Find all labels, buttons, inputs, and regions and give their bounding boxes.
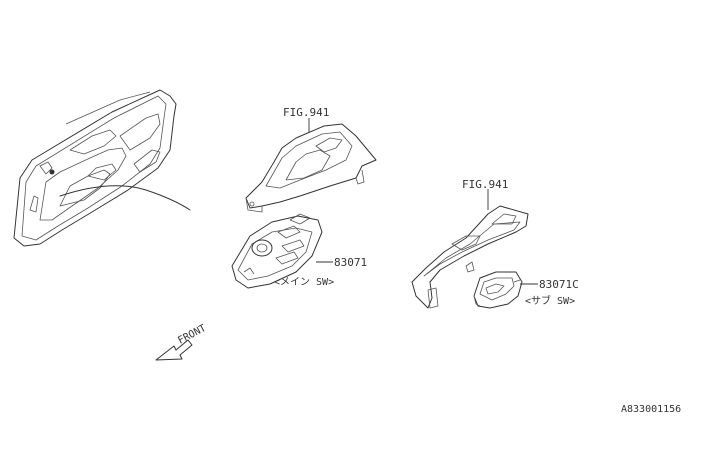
drawing-number: A833001156 (621, 404, 681, 415)
front-direction-arrow: FRONT (155, 323, 208, 361)
front-label: FRONT (176, 323, 208, 347)
part-sub-description: <サブ SW> (525, 294, 575, 307)
part-main-description: <メイン SW> (274, 277, 334, 288)
window-switch-bezel (245, 123, 377, 213)
part-sub-number: 83071C (539, 278, 579, 291)
fig-right-label: FIG.941 (462, 178, 508, 191)
sub-switch-83071C (473, 271, 523, 309)
fig-center-label: FIG.941 (283, 106, 329, 119)
part-main-number: 83071 (334, 256, 367, 269)
sub-switch-bezel (411, 205, 529, 309)
door-trim-panel (13, 89, 191, 247)
main-switch-83071 (231, 213, 323, 289)
